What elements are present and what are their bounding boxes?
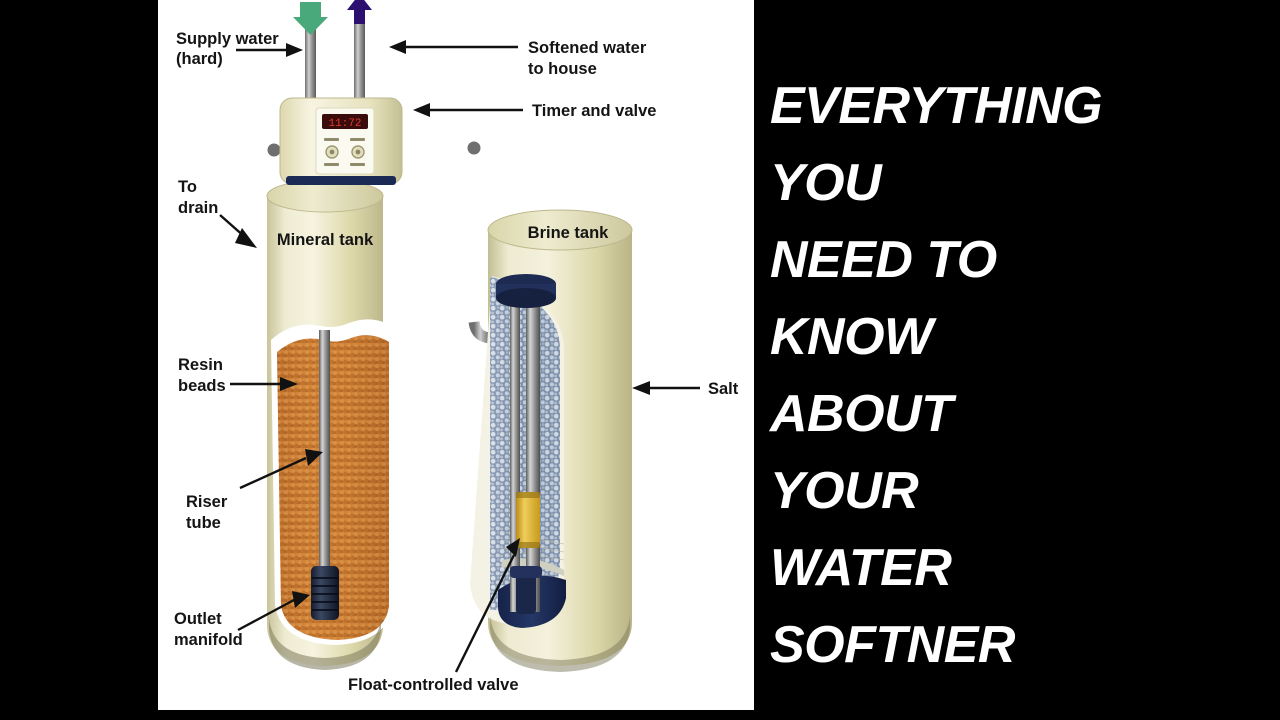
riser-tube-label-line2: tube [186, 514, 221, 532]
title-text-block: EVERYTHING YOU NEED TO KNOW ABOUT YOUR W… [770, 68, 1270, 688]
pipe-elbow-icon [267, 143, 281, 157]
supply-water-pipe [305, 18, 316, 104]
resin-beads-label-line2: beads [178, 377, 226, 395]
timer-knobs [325, 145, 365, 159]
mineral-tank: Mineral tank [266, 179, 393, 670]
valve-collar [286, 176, 396, 185]
resin-bed-shading [277, 335, 389, 640]
float-controlled-valve-label: Float-controlled valve [348, 676, 519, 694]
to-drain-label-line1: To [178, 178, 197, 196]
supply-water-label-line1: Supply water [176, 30, 279, 48]
pipe-elbow-icon [467, 141, 481, 155]
softened-water-label-line2: to house [528, 60, 597, 78]
softened-water-arrowhead-icon [389, 40, 406, 54]
to-drain-label-line2: drain [178, 199, 218, 217]
supply-water-arrow-icon [293, 2, 328, 35]
callout-leaders [219, 40, 700, 673]
timer-and-valve-unit: 11:72 [279, 0, 403, 185]
outlet-manifold [311, 566, 339, 620]
riser-tube-arrowhead-icon [305, 449, 323, 466]
to-drain-arrowhead-icon [235, 228, 257, 248]
timer-display [322, 114, 368, 129]
brine-well-tube-right [526, 282, 540, 612]
salt-label: Salt [708, 380, 739, 398]
mineral-tank-label: Mineral tank [277, 231, 374, 249]
outlet-manifold-label-line2: manifold [174, 631, 243, 649]
title-line-4: KNOW [770, 308, 933, 366]
salt-arrowhead-icon [632, 381, 650, 395]
softened-water-arrow-icon [347, 0, 372, 24]
riser-tube-label-line1: Riser [186, 493, 228, 511]
title-line-7: WATER [770, 539, 952, 597]
outlet-manifold-label-line1: Outlet [174, 610, 222, 628]
float-valve-leader [454, 554, 516, 673]
timer-knob-ticks [324, 138, 365, 166]
riser-tube-leader [239, 456, 307, 490]
timer-display-value: 11:72 [328, 118, 361, 130]
riser-tube-shaft [319, 330, 330, 582]
callout-labels: Supply water (hard) Softened water to ho… [174, 30, 739, 694]
float-collar [516, 492, 540, 548]
supply-water-arrowhead-icon [286, 43, 303, 57]
brine-well-tube-left [510, 282, 520, 612]
outlet-manifold-arrowhead-icon [292, 591, 310, 608]
lower-valve-body [510, 566, 542, 614]
brine-tank: Brine tank [470, 209, 633, 672]
brine-tank-label: Brine tank [528, 224, 610, 242]
salt-pile [490, 276, 560, 610]
resin-beads-arrowhead-icon [280, 377, 298, 391]
title-line-5: ABOUT [770, 385, 953, 443]
outlet-manifold-leader [237, 598, 295, 632]
title-line-3: NEED TO [770, 231, 997, 289]
title-line-1: EVERYTHING [770, 77, 1103, 135]
softened-water-pipe [354, 22, 365, 104]
brine-tank-top [488, 210, 632, 250]
mineral-tank-top [267, 180, 383, 212]
brine-well-cap [496, 274, 556, 308]
water-softener-diagram: Mineral tank [158, 0, 754, 710]
mineral-tank-base [269, 618, 381, 670]
title-line-2: YOU [770, 154, 882, 212]
brine-tank-base [490, 616, 630, 672]
timer-valve-arrowhead-icon [413, 103, 430, 117]
float-valve-arrowhead-icon [506, 538, 520, 557]
title-line-6: YOUR [770, 462, 919, 520]
timer-and-valve-label: Timer and valve [532, 102, 656, 120]
softened-water-label-line1: Softened water [528, 39, 647, 57]
title-line-8: SOFTNER [770, 616, 1015, 674]
resin-beads-label-line1: Resin [178, 356, 223, 374]
supply-water-label-line2: (hard) [176, 50, 223, 68]
brine-tank-top-rim [487, 209, 633, 251]
